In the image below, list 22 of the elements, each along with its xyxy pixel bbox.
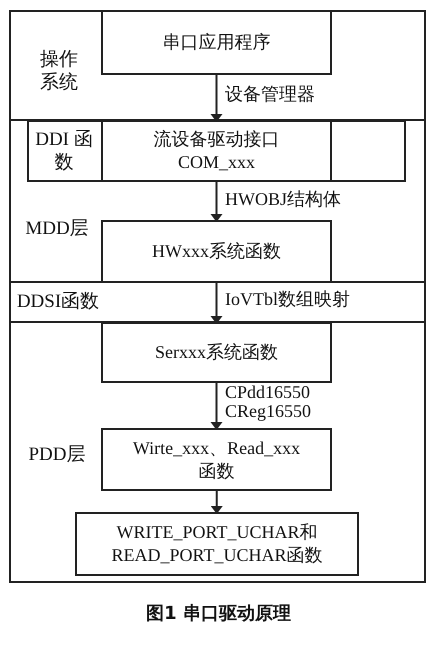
layer-label: PDD层	[27, 443, 86, 466]
function-box: 串口应用程序	[101, 10, 332, 75]
arrow	[210, 383, 222, 430]
edge-label: IoVTbl数组映射	[224, 290, 351, 309]
layer-label: DDSI函数	[16, 290, 100, 313]
function-box: Serxxx系统函数	[101, 322, 332, 383]
arrow	[210, 75, 222, 122]
function-box: 流设备驱动接口 COM_xxx	[101, 120, 332, 182]
function-box: WRITE_PORT_UCHAR和 READ_PORT_UCHAR函数	[75, 512, 359, 576]
edge-label: 设备管理器	[224, 85, 316, 104]
edge-label: HWOBJ结构体	[224, 190, 342, 209]
layer-label: MDD层	[24, 217, 90, 240]
function-box: Wirte_xxx、Read_xxx 函数	[101, 428, 332, 491]
arrow	[210, 283, 222, 324]
arrow	[210, 491, 223, 514]
figure-caption: 图1 串口驱动原理	[145, 602, 292, 625]
arrow	[210, 182, 222, 222]
interface-box	[27, 120, 406, 182]
layer-label: 操作系统	[39, 48, 79, 94]
layer-label: DDI 函数	[34, 128, 94, 174]
function-box: HWxxx系统函数	[101, 220, 332, 283]
layer-band	[9, 119, 426, 283]
